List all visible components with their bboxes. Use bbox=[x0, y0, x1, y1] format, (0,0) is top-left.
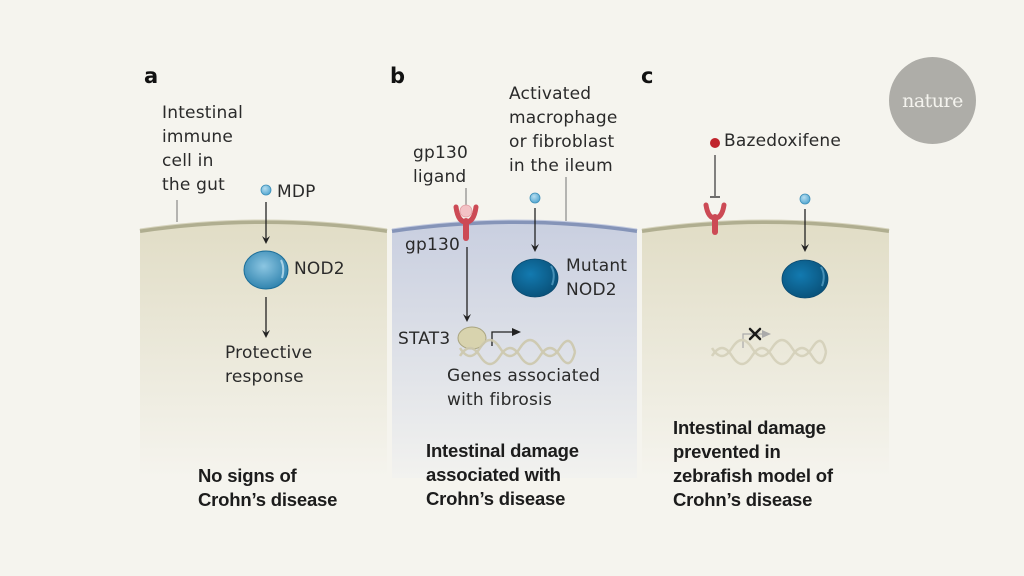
panel-c-caption: Intestinal damage prevented in zebrafish… bbox=[673, 417, 833, 510]
nature-logo: nature bbox=[889, 57, 976, 144]
gp130-ligand-label: gp130 ligand bbox=[413, 143, 469, 187]
dna-helix-icon-c bbox=[710, 338, 828, 366]
blocked-x-icon bbox=[748, 327, 762, 341]
mdp-label: MDP bbox=[277, 182, 316, 202]
panel-b-cell bbox=[391, 177, 638, 478]
dna-helix-icon-b bbox=[458, 338, 577, 366]
panel-b-caption: Intestinal damage associated with Crohn’… bbox=[426, 440, 579, 509]
gp130-label: gp130 bbox=[405, 235, 461, 255]
nod2-label: NOD2 bbox=[294, 259, 345, 279]
panel-b-membrane bbox=[391, 220, 638, 233]
gp130-receptor-icon-c bbox=[703, 202, 727, 235]
panel-c-letter: c bbox=[641, 64, 654, 88]
mdp-molecule-icon-b bbox=[529, 192, 541, 204]
blocked-transcription-arrow bbox=[742, 333, 766, 348]
panel-a-cell bbox=[139, 184, 388, 478]
panel-a-letter: a bbox=[144, 64, 159, 88]
panel-a-membrane bbox=[139, 220, 388, 233]
gp130-ligand-icon bbox=[459, 204, 473, 218]
bazedoxifene-label: Bazedoxifene bbox=[724, 131, 841, 151]
panel-a-cytoplasm bbox=[140, 223, 387, 478]
panel-b-letter: b bbox=[390, 64, 406, 88]
protective-response-label: Protective response bbox=[225, 343, 313, 387]
genes-fibrosis-label: Genes associated with fibrosis bbox=[447, 366, 601, 410]
stat3-label: STAT3 bbox=[398, 329, 451, 349]
panel-b-cell-label: Activated macrophage or fibroblast in th… bbox=[509, 84, 618, 176]
mutant-nod2-protein-icon bbox=[511, 258, 559, 298]
panel-c-cytoplasm bbox=[642, 223, 889, 478]
panel-c-membrane bbox=[641, 220, 890, 233]
mutant-nod2-label: Mutant NOD2 bbox=[566, 256, 628, 300]
nature-logo-text: nature bbox=[902, 89, 963, 112]
bazedoxifene-drug-icon bbox=[710, 138, 720, 148]
mdp-molecule-icon bbox=[260, 184, 272, 196]
panel-a-caption: No signs of Crohn’s disease bbox=[198, 465, 338, 510]
gp130-receptor-icon bbox=[453, 204, 479, 241]
panel-a-cell-label: Intestinal immune cell in the gut bbox=[162, 103, 244, 195]
nod2-protein-icon bbox=[243, 250, 289, 290]
mdp-molecule-icon-c bbox=[799, 193, 811, 205]
panel-c-cell bbox=[641, 138, 890, 478]
mutant-nod2-protein-icon-c bbox=[781, 259, 829, 299]
